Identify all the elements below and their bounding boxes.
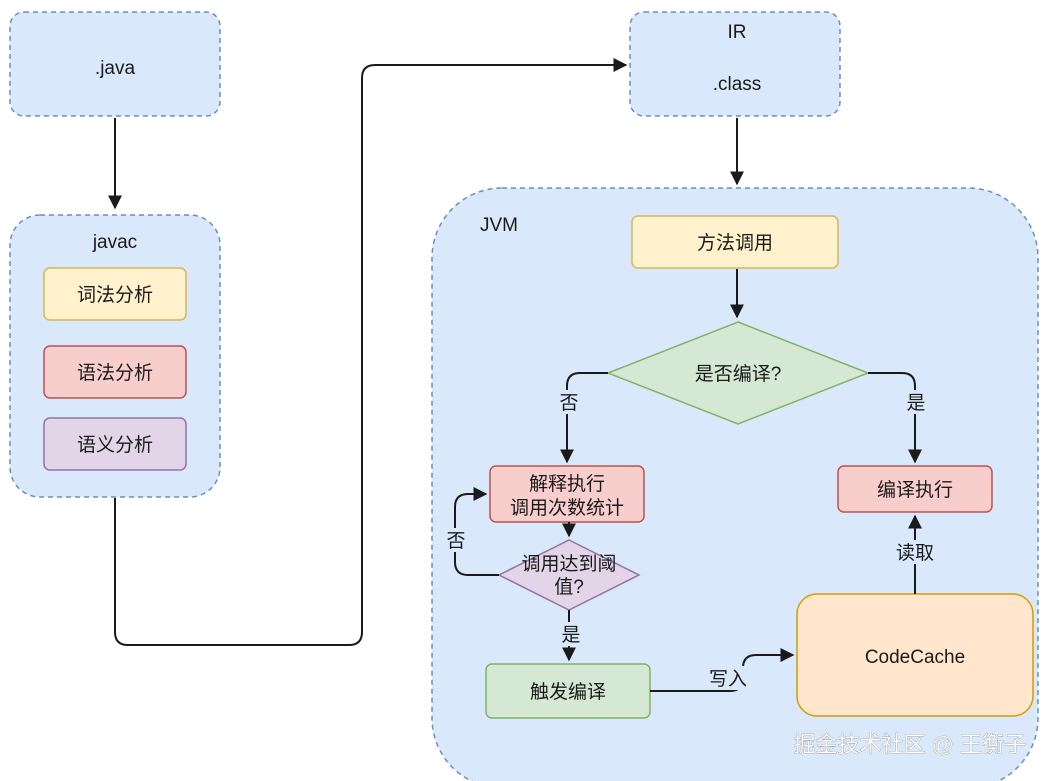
edge-label-bg — [905, 390, 927, 414]
compiled-decision-node[interactable] — [605, 321, 871, 425]
ir-title: IR — [728, 22, 747, 43]
edge-label-write: 写入 — [709, 669, 747, 690]
syntax-analysis-label: 语法分析 — [77, 362, 153, 384]
codecache-label: CodeCache — [865, 647, 965, 668]
java-file-label: .java — [95, 58, 136, 79]
lexical-analysis-node[interactable] — [43, 267, 187, 321]
interpret-exec-label-line1: 解释执行 — [529, 473, 605, 495]
threshold-decision-label-line2: 值? — [554, 576, 584, 598]
semantic-analysis-label: 语义分析 — [77, 434, 153, 456]
edge-label-bg — [445, 528, 467, 552]
javac-title: javac — [92, 232, 137, 253]
edge-label-no-loop: 否 — [446, 531, 465, 552]
interpret-exec-node[interactable] — [489, 465, 645, 523]
ir-class-node[interactable] — [629, 11, 841, 117]
edge-label-yes-down: 是 — [561, 625, 580, 646]
semantic-analysis-node[interactable] — [43, 417, 187, 471]
edge-label-bg — [558, 390, 580, 414]
edge-label-bg — [560, 622, 582, 646]
watermark-text: 掘金技术社区 @ 王衡子 — [793, 732, 1026, 757]
lexical-analysis-label: 词法分析 — [77, 284, 153, 306]
jvm-title: JVM — [480, 215, 518, 236]
edge-label-no-left: 否 — [559, 393, 578, 414]
edge-label-bg — [706, 666, 750, 690]
trigger-compile-label: 触发编译 — [530, 681, 606, 703]
class-file-label: .class — [713, 74, 762, 95]
compiled-decision-label: 是否编译? — [695, 363, 782, 385]
java-file-node[interactable] — [9, 11, 221, 117]
compile-exec-node[interactable] — [837, 465, 993, 513]
method-call-node[interactable] — [631, 215, 839, 269]
interpret-exec-label-line2: 调用次数统计 — [510, 497, 624, 519]
threshold-decision-label-line1: 调用达到阈 — [521, 553, 616, 575]
edge-label-yes-right: 是 — [906, 393, 925, 414]
edge-javac-to-ir — [114, 58, 628, 646]
syntax-analysis-node[interactable] — [43, 345, 187, 399]
edge-decision-no — [560, 372, 608, 464]
edge-label-bg — [893, 540, 937, 564]
compile-exec-label: 编译执行 — [877, 479, 953, 501]
edge-label-read: 读取 — [896, 542, 934, 564]
method-call-label: 方法调用 — [697, 232, 773, 254]
edge-decision-yes — [868, 372, 922, 464]
